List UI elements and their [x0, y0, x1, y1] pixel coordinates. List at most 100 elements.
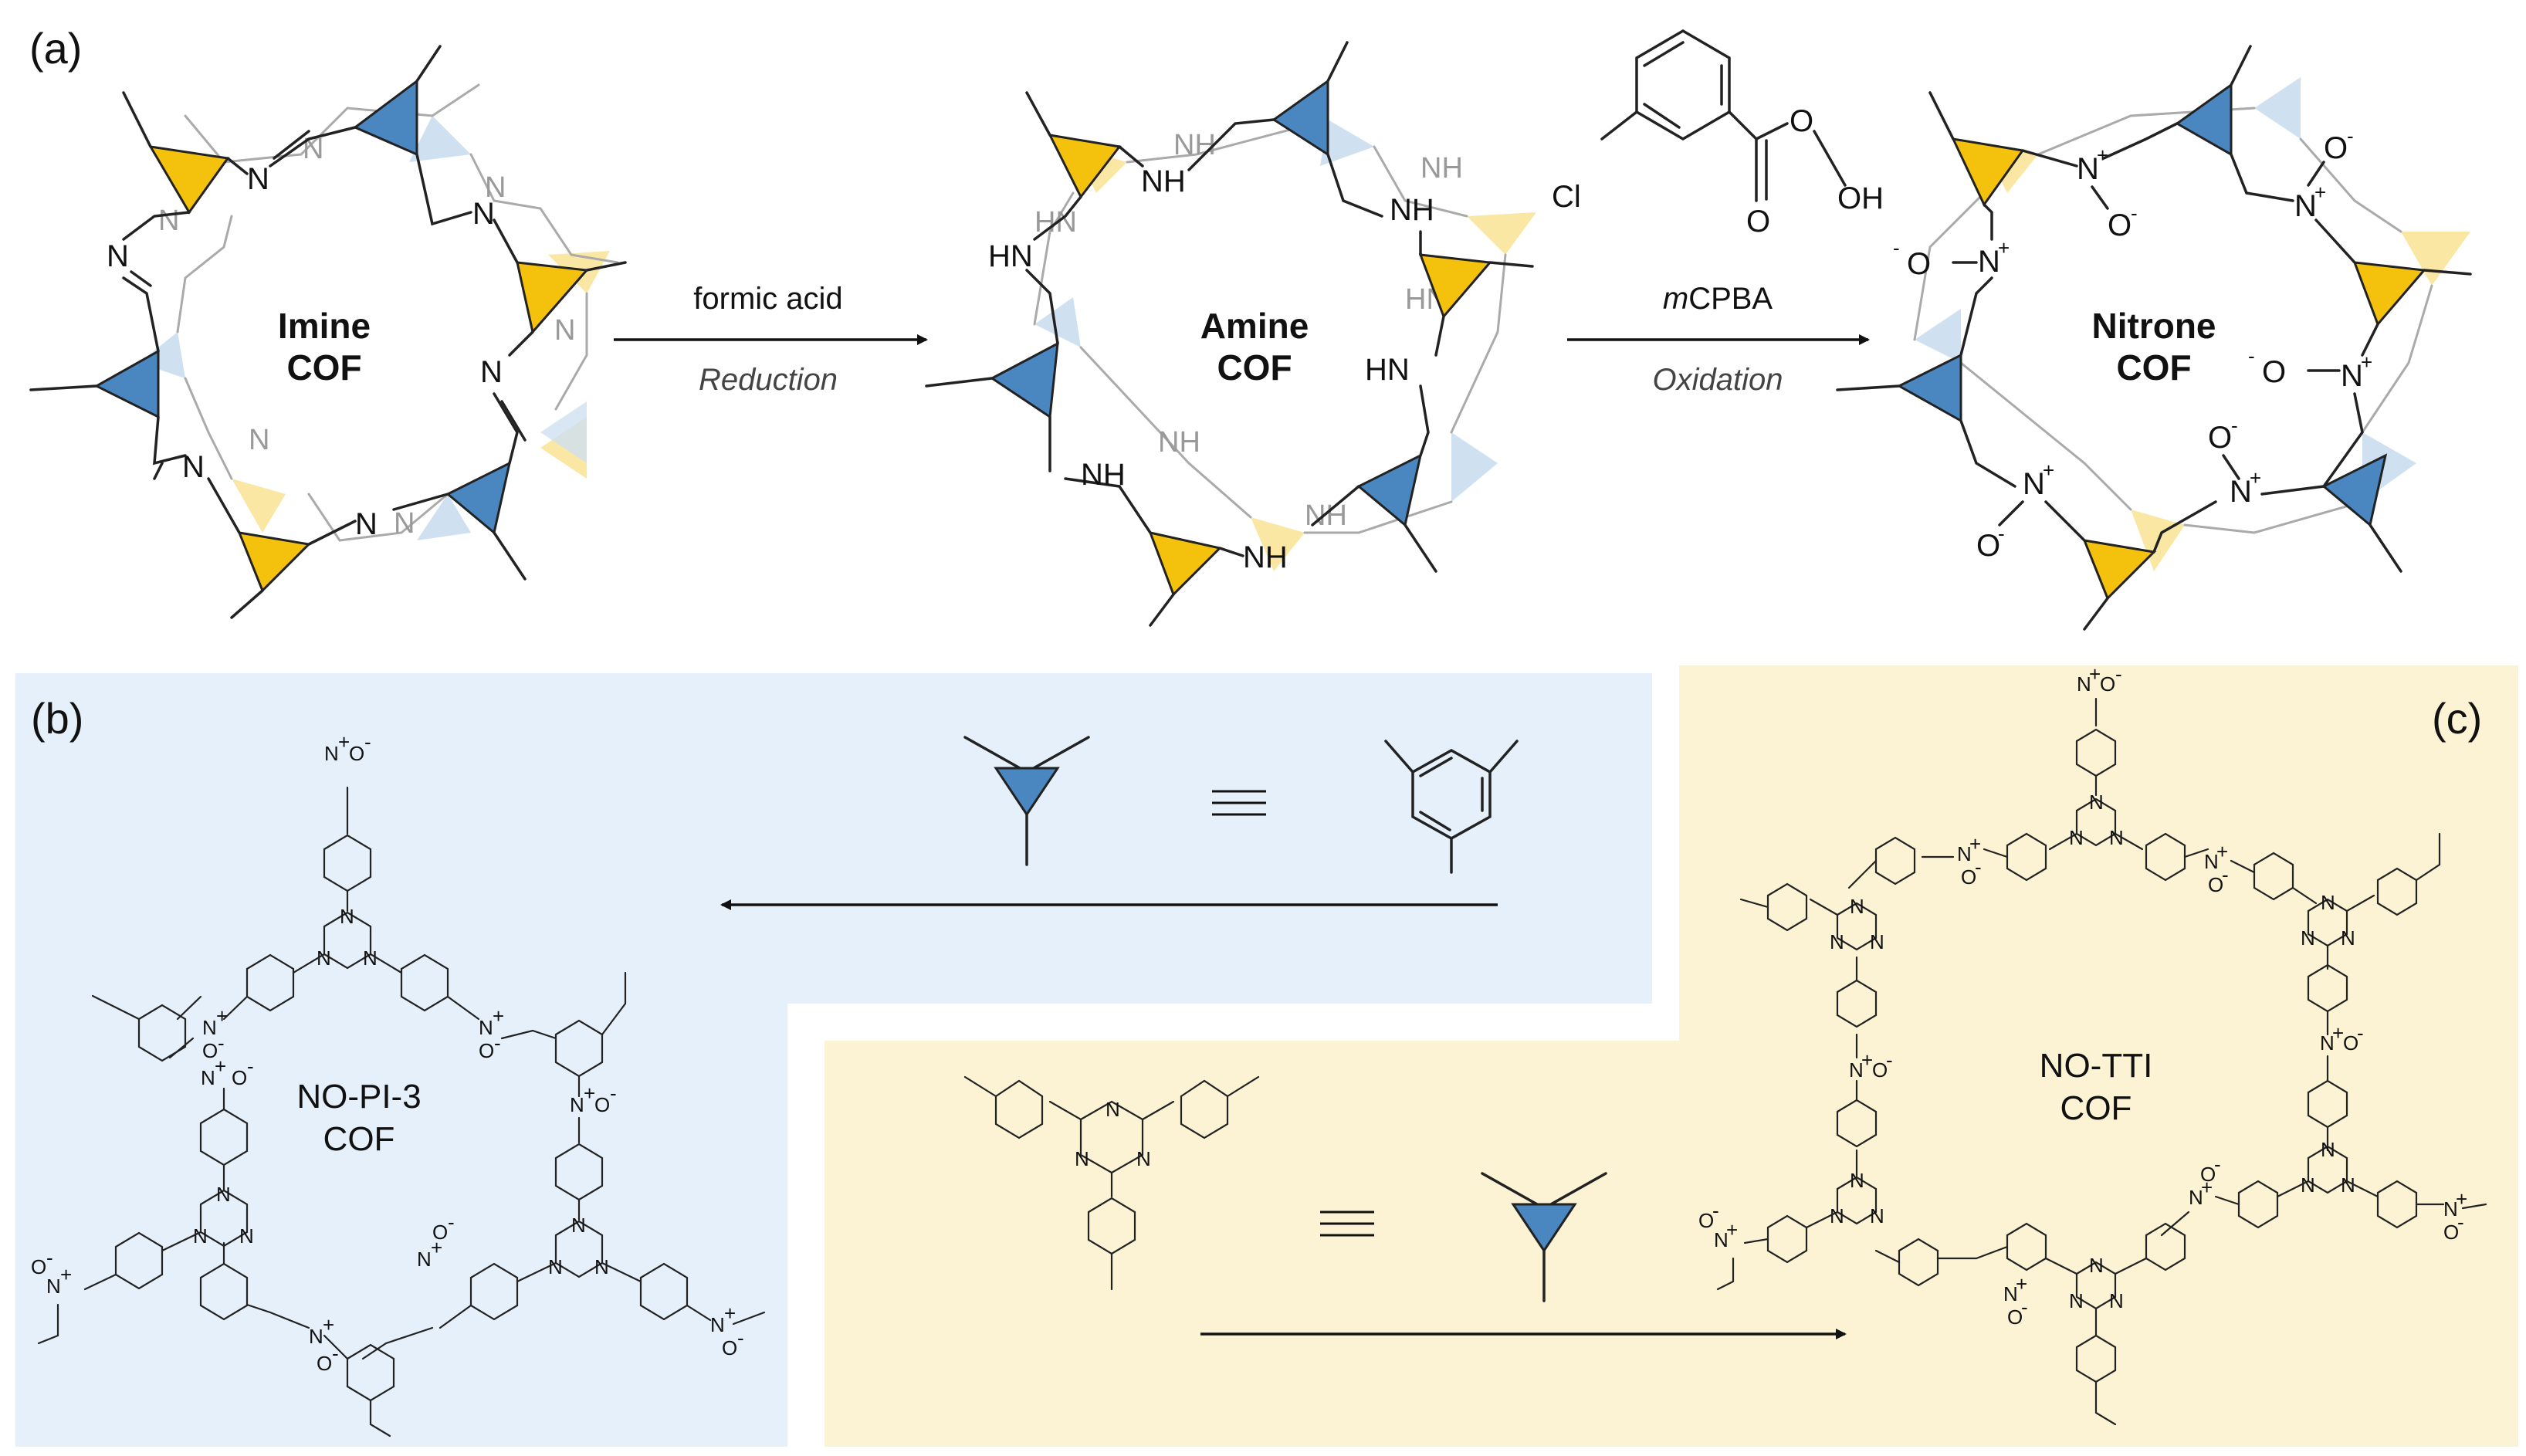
- svg-text:+: +: [2361, 350, 2372, 374]
- svg-text:N: N: [2077, 672, 2091, 696]
- panel-b-background: [15, 673, 1652, 1447]
- no-tti-title-line1: NO-TTI: [2040, 1047, 2153, 1085]
- svg-text:N: N: [571, 1214, 586, 1237]
- svg-text:N: N: [2204, 850, 2219, 873]
- no-tti-title-line2: COF: [2060, 1089, 2132, 1127]
- svg-text:-: -: [494, 1031, 501, 1055]
- svg-text:O: O: [479, 1039, 494, 1062]
- imine-cof-title-line2: COF: [286, 347, 361, 388]
- oxidation-reagent: mCPBA: [1663, 282, 1773, 316]
- svg-text:N: N: [472, 197, 495, 231]
- svg-text:-: -: [2021, 1295, 2028, 1319]
- svg-text:NH: NH: [1141, 164, 1186, 198]
- svg-text:-: -: [1886, 1048, 1893, 1072]
- svg-text:-: -: [332, 1342, 339, 1365]
- svg-text:+: +: [2332, 1021, 2344, 1045]
- svg-text:N: N: [46, 1275, 61, 1298]
- svg-text:N: N: [201, 1066, 215, 1089]
- svg-text:+: +: [1861, 1048, 1873, 1072]
- svg-text:+: +: [60, 1263, 72, 1286]
- svg-text:N: N: [107, 239, 129, 273]
- svg-text:NH: NH: [1243, 540, 1288, 574]
- nitrone-yellow-node-bottom: [2082, 539, 2157, 601]
- amine-yellow-node-top: [1048, 134, 1122, 199]
- imine-cof-structure: N N N N N N N N N N: [29, 45, 627, 619]
- svg-text:O: O: [432, 1221, 448, 1244]
- svg-text:N: N: [1850, 895, 1864, 918]
- imine-blue-node-bottom: [445, 461, 512, 535]
- svg-text:N: N: [1978, 245, 2000, 279]
- mcpba-peroxy-o: O: [1790, 104, 1813, 138]
- svg-text:O: O: [1961, 865, 1976, 889]
- imine-back-layer: N N N N N N: [139, 83, 619, 542]
- svg-text:O: O: [2100, 672, 2115, 696]
- svg-text:-: -: [610, 1082, 617, 1105]
- svg-text:N: N: [158, 205, 179, 237]
- svg-text:-: -: [1975, 855, 1982, 879]
- svg-text:N: N: [710, 1313, 725, 1336]
- panel-c-legend-triangle: [1481, 1172, 1607, 1302]
- imine-yellow-node-right: [516, 261, 590, 335]
- svg-text:N: N: [2089, 791, 2104, 814]
- svg-text:-: -: [218, 1031, 225, 1055]
- svg-text:O: O: [349, 742, 364, 765]
- svg-text:-: -: [364, 730, 371, 753]
- svg-text:N: N: [309, 1325, 323, 1348]
- panel-b-legend-mesitylene: [1384, 740, 1519, 874]
- svg-text:N: N: [239, 1224, 254, 1248]
- svg-text:N: N: [2023, 467, 2045, 501]
- svg-text:N: N: [2321, 1138, 2335, 1161]
- nitrone-yellow-node-right: [2352, 261, 2426, 327]
- svg-text:N: N: [394, 507, 415, 540]
- imine-cof-title-line1: Imine: [278, 306, 371, 346]
- svg-text:N: N: [249, 424, 269, 456]
- imine-yellow-node-top: [148, 145, 230, 215]
- panel-c-legend-tritolyltriazine: N N N: [963, 1075, 1260, 1291]
- oxidation-process: Oxidation: [1653, 363, 1783, 397]
- svg-text:N: N: [1830, 1204, 1844, 1227]
- svg-text:N: N: [2069, 826, 2084, 849]
- no-pi-3-title-line1: NO-PI-3: [296, 1078, 421, 1116]
- svg-text:+: +: [215, 1055, 226, 1078]
- svg-text:O: O: [2200, 1163, 2216, 1186]
- svg-text:+: +: [2016, 1272, 2027, 1295]
- svg-text:-: -: [2457, 1211, 2464, 1234]
- svg-text:N: N: [554, 314, 575, 347]
- svg-text:N: N: [594, 1255, 609, 1278]
- mcpba-oh: OH: [1837, 181, 1884, 215]
- nitrone-cof-structure: N+ O- N+ O- N+ O- N+ O- N+ O- N+ O- Nitr…: [1836, 45, 2472, 631]
- svg-text:O: O: [1976, 529, 2000, 563]
- svg-text:N: N: [2109, 1289, 2124, 1312]
- panel-c-equiv-sign: [1320, 1211, 1374, 1237]
- svg-text:-: -: [2131, 201, 2138, 225]
- svg-text:+: +: [2314, 181, 2326, 204]
- svg-text:O: O: [1907, 247, 1931, 281]
- svg-text:N: N: [2320, 1031, 2335, 1055]
- mcpba-carbonyl-o: O: [1746, 205, 1770, 239]
- svg-text:HN: HN: [988, 239, 1033, 273]
- imine-yellow-node-bottom: [237, 531, 312, 593]
- imine-blue-node-top: [353, 79, 418, 157]
- svg-text:-: -: [2357, 1021, 2364, 1045]
- nitrone-back-layer: [1913, 77, 2470, 571]
- svg-text:N: N: [1870, 930, 1884, 953]
- amine-cof-structure: NH NH HN NH NH HN NH NH HN NH NH: [925, 41, 1536, 627]
- svg-text:-: -: [448, 1211, 455, 1234]
- svg-text:N: N: [548, 1255, 563, 1278]
- nitrone-cof-title-line1: Nitrone: [2092, 306, 2216, 346]
- svg-text:N: N: [1849, 1058, 1864, 1082]
- mcpba-structure: Cl O O OH: [1552, 29, 1884, 239]
- mcpba-cl: Cl: [1552, 180, 1581, 214]
- svg-text:N: N: [1106, 1098, 1120, 1121]
- svg-text:N: N: [247, 162, 269, 196]
- svg-text:O: O: [2208, 873, 2223, 896]
- svg-text:O: O: [2007, 1305, 2023, 1329]
- svg-text:+: +: [2250, 466, 2261, 489]
- svg-text:-: -: [2231, 414, 2238, 437]
- panel-c-background: [825, 665, 2518, 1447]
- svg-text:N: N: [216, 1183, 231, 1206]
- svg-text:N: N: [1850, 1169, 1864, 1192]
- amine-cof-title-line2: COF: [1217, 347, 1292, 388]
- svg-text:-: -: [1893, 236, 1900, 259]
- amine-blue-node-top: [1271, 79, 1329, 157]
